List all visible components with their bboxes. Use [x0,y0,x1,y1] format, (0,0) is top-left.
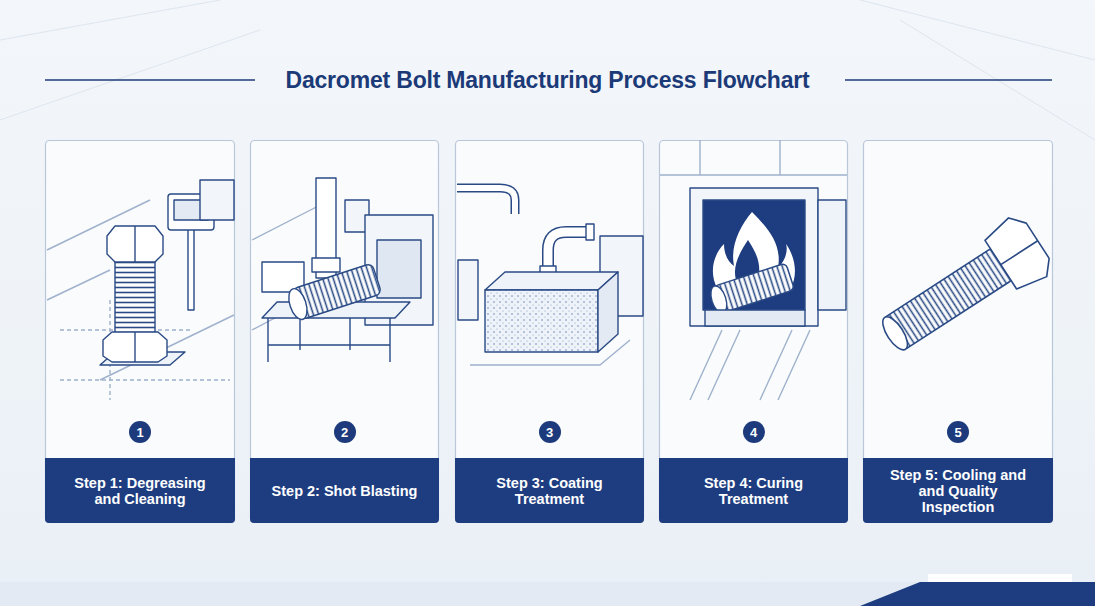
tank-side [598,272,618,352]
callout-number: 1 [136,425,143,440]
tank-top [485,272,618,290]
pipe-flange [586,224,594,240]
conveyor-rail [690,330,810,400]
bottom-band [0,582,1095,606]
card-frame [46,141,235,523]
side-unit [458,260,478,320]
step-number: 1 [129,421,151,443]
title-rule [845,79,1052,81]
title-text: Dacromet Bolt Manufacturing Process Flow… [286,67,810,93]
step-label: Step 3: Coating Treatment [473,475,626,507]
callout-number: 5 [954,425,961,440]
step-label-band: Step 4: Curing Treatment [659,458,848,523]
step-label-band: Step 1: Degreasing and Cleaning [45,458,235,523]
step-label-band: Step 5: Cooling and and Quality Inspecti… [863,458,1053,523]
step-number: 2 [334,421,356,443]
curing-illustration [660,140,847,400]
cabinet-window [377,240,421,298]
oven-bolt [708,263,795,315]
finished-bolt [869,211,1056,367]
step-label: Step 1: Degreasing and Cleaning [63,475,217,507]
bolt-head [982,211,1057,294]
pipe-collar [312,258,340,272]
step-number: 3 [539,421,561,443]
oven-side [818,200,846,310]
horizontal-bolt [285,263,381,322]
base-line [470,340,630,365]
conveyor [705,310,805,326]
table-legs [268,318,390,362]
coating-illustration [457,188,643,365]
card-frame [660,141,848,523]
backdrop-line [0,0,1095,140]
oven-frame [690,188,818,326]
coating-tank [485,290,598,352]
bolt-end [285,286,310,321]
pipe-outline [457,188,515,214]
bottom-accent [860,582,1095,606]
step-label: Step 5: Cooling and and Quality Inspecti… [881,467,1035,515]
title-rule [45,79,255,81]
step-label-band: Step 2: Shot Blasting [250,458,439,523]
callout-number: 2 [341,425,348,440]
panel-post [188,220,194,310]
bolt-head [107,226,163,262]
backdrop [0,0,1095,140]
step-label: Step 2: Shot Blasting [272,483,418,499]
nut-edge [134,332,135,362]
bolt-head-edge [1001,241,1038,265]
card-frame [864,141,1053,523]
step-number: 4 [743,421,765,443]
callout-number: 3 [546,425,553,440]
diagram-title: Dacromet Bolt Manufacturing Process Flow… [0,64,1095,96]
step-label-band: Step 3: Coating Treatment [455,458,644,523]
degreasing-illustration [47,180,234,400]
step-label: Step 4: Curing Treatment [677,475,830,507]
card-frame [251,141,439,523]
ceiling-line [660,140,847,175]
card-frame [456,141,644,523]
bottom-tab [928,574,1072,582]
bolt-nut [103,332,167,362]
bolt-shank [115,258,155,334]
step-number: 5 [947,421,969,443]
shot-blasting-illustration [252,178,433,362]
pipe-fill [457,188,515,214]
machine-box [200,180,234,220]
bolt-end [878,313,912,354]
callout-number: 4 [750,425,757,440]
card-frames [46,141,1053,523]
bolt-edge [134,226,135,262]
